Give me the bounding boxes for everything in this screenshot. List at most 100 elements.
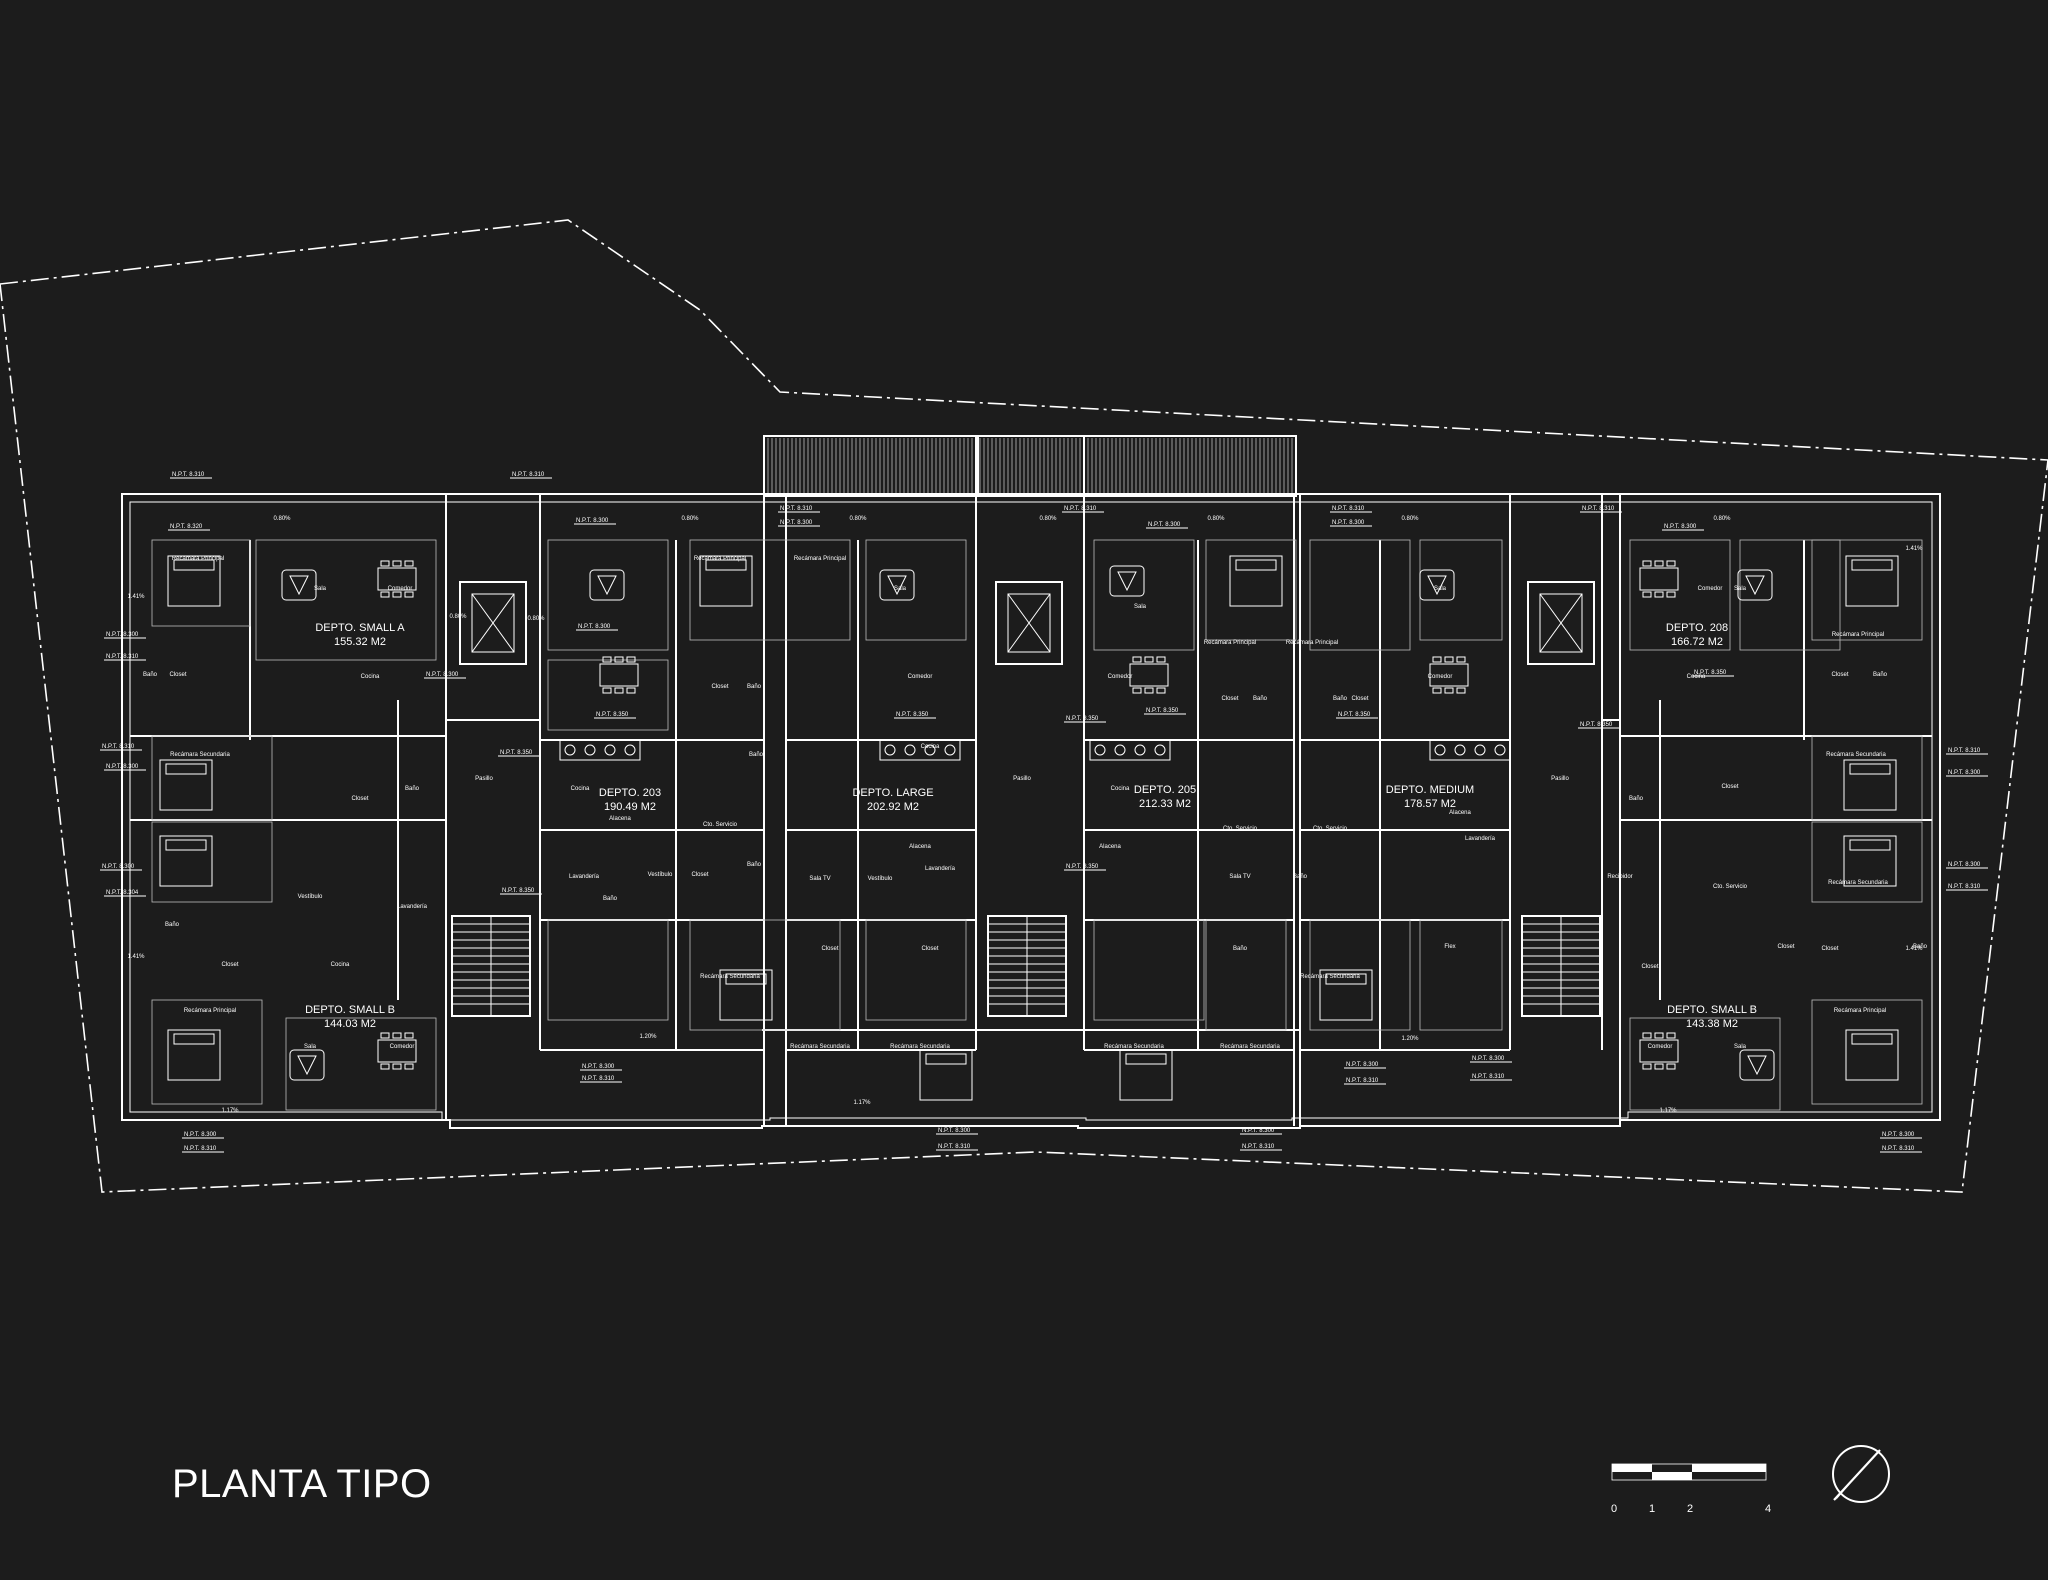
level-marker-text: N.P.T. 8.350 (1146, 708, 1179, 714)
bed-frame (167, 555, 221, 607)
bed-pillow (173, 559, 215, 571)
room-outline (1811, 735, 1923, 821)
room-outline (1629, 1017, 1781, 1111)
bed-icon (1119, 1049, 1173, 1101)
room-outline (1811, 539, 1923, 641)
level-marker: N.P.T. 8.310 (1330, 506, 1372, 513)
room-label: Alacena (609, 816, 631, 822)
burner (884, 744, 896, 756)
bed-pillow (173, 1033, 215, 1045)
table-top (599, 663, 639, 687)
level-marker-text: N.P.T. 8.310 (938, 1144, 971, 1150)
room-label: Pasillo (1551, 776, 1569, 782)
scale-tick-0: 0 (1611, 1503, 1617, 1515)
level-marker-text: N.P.T. 8.300 (1948, 862, 1981, 868)
room-outline (689, 539, 851, 641)
north-arrow-icon (1832, 1445, 1890, 1503)
room-label: Comedor (1428, 674, 1453, 680)
living-set-icon (1109, 565, 1145, 597)
elevator-core-center (995, 581, 1063, 665)
bed-pillow (705, 559, 747, 571)
level-marker-text: N.P.T. 8.300 (1332, 520, 1365, 526)
chair (1432, 656, 1442, 663)
room-label: Closet (1831, 672, 1848, 678)
table-top (1639, 567, 1679, 591)
room-outline (1205, 919, 1287, 1031)
room-label: Alacena (909, 844, 931, 850)
room-label: Comedor (1698, 586, 1723, 592)
level-marker: N.P.T. 8.310 (936, 1144, 978, 1151)
site-boundary (0, 219, 2048, 1193)
level-marker: N.P.T. 8.350 (1692, 670, 1734, 677)
level-marker: N.P.T. 8.300 (1240, 1128, 1282, 1135)
counter (879, 739, 961, 761)
armchair (289, 1049, 325, 1081)
armchair (589, 569, 625, 601)
level-marker: N.P.T. 8.310 (104, 654, 146, 661)
room-outline (285, 1017, 437, 1111)
slope-label: 1.17% (853, 1100, 871, 1106)
chair (1654, 1032, 1664, 1039)
room-label: Sala (1734, 586, 1747, 592)
unit-label-medium: DEPTO. MEDIUM 178.57 M2 (1386, 784, 1474, 810)
chair (1456, 656, 1466, 663)
room-label: Recámara Secundaria (170, 752, 230, 758)
level-marker: N.P.T. 8.300 (778, 520, 820, 527)
bed-frame (1119, 1049, 1173, 1101)
room-label: Cto. Servicio (1223, 826, 1258, 832)
level-marker: N.P.T. 8.300 (574, 518, 616, 525)
chair (1642, 1063, 1652, 1070)
room-label: Comedor (908, 674, 933, 680)
unit-name: DEPTO. SMALL A (315, 622, 405, 634)
room-label: Closet (1641, 964, 1658, 970)
armchair (1109, 565, 1145, 597)
room-label: Vestíbulo (648, 872, 673, 878)
room-label: Baño (1629, 796, 1644, 802)
bed-frame (1319, 969, 1373, 1021)
room-label: Cocina (571, 786, 590, 792)
room-label: Recámara Principal (1834, 1008, 1886, 1014)
level-marker: N.P.T. 8.350 (1578, 722, 1620, 729)
level-marker-text: N.P.T. 8.310 (1882, 1146, 1915, 1152)
bed-frame (719, 969, 773, 1021)
level-marker-text: N.P.T. 8.300 (780, 520, 813, 526)
slope-label: 0.80% (1207, 516, 1225, 522)
chair (1666, 1032, 1676, 1039)
room-label: Recámara Secundaria (700, 974, 760, 980)
coffee-table (887, 575, 907, 596)
room-label: Baño (1233, 946, 1248, 952)
bed-frame (159, 835, 213, 887)
room-label: Comedor (1648, 1044, 1673, 1050)
bed-icon (1845, 1029, 1899, 1081)
dining-table-icon (1639, 560, 1679, 598)
room-label: Baño (747, 862, 762, 868)
level-marker-text: N.P.T. 8.300 (1948, 770, 1981, 776)
level-marker-text: N.P.T. 8.300 (426, 672, 459, 678)
awning (763, 435, 1297, 497)
room-outline (1739, 539, 1841, 651)
level-marker: N.P.T. 8.300 (1344, 1062, 1386, 1069)
level-marker-text: N.P.T. 8.320 (170, 524, 203, 530)
level-marker: N.P.T. 8.350 (1064, 864, 1106, 871)
room-label: Alacena (1099, 844, 1121, 850)
slope-label: 0.80% (681, 516, 699, 522)
room-outline (1419, 919, 1503, 1031)
unit-name: DEPTO. 208 (1666, 622, 1728, 634)
bed-pillow (1849, 763, 1891, 775)
table-top (1129, 663, 1169, 687)
room-label: Closet (921, 946, 938, 952)
level-marker-text: N.P.T. 8.300 (1882, 1132, 1915, 1138)
slope-label: 0.80% (849, 516, 867, 522)
level-marker-text: N.P.T. 8.350 (502, 888, 535, 894)
slope-label: 0.80% (527, 616, 545, 622)
level-marker: N.P.T. 8.310 (1580, 506, 1622, 513)
level-marker-text: N.P.T. 8.350 (1338, 712, 1371, 718)
room-outline (1205, 539, 1297, 641)
chair (602, 656, 612, 663)
stair-flight (987, 915, 1067, 1017)
level-marker-text: N.P.T. 8.350 (1066, 716, 1099, 722)
chair (1654, 591, 1664, 598)
room-label: Vestíbulo (868, 876, 893, 882)
level-marker: N.P.T. 8.320 (168, 524, 210, 531)
unit-name: DEPTO. SMALL B (305, 1004, 395, 1016)
